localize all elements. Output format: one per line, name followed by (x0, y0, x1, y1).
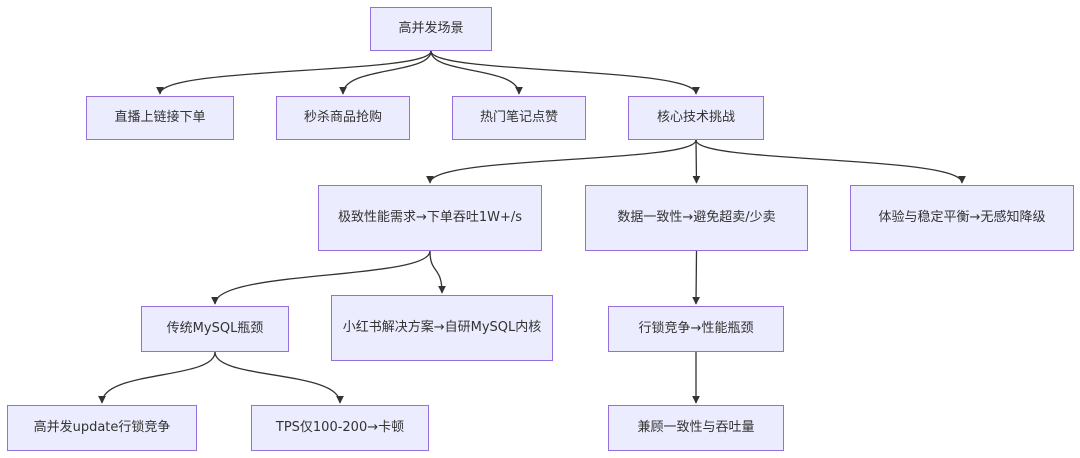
edge-mysql-update (98, 351, 216, 404)
edge-perf-mysql (211, 250, 431, 305)
node-live-order: 直播上链接下单 (86, 96, 234, 140)
node-tps: TPS仅100-200→卡顿 (251, 405, 429, 451)
node-row-lock: 行锁竞争→性能瓶颈 (608, 306, 784, 352)
node-balance: 体验与稳定平衡→无感知降级 (850, 185, 1074, 251)
node-performance: 极致性能需求→下单吞吐1W+/s (318, 185, 542, 251)
node-consistency: 数据一致性→避免超卖/少卖 (585, 185, 808, 251)
node-hot-notes: 热门笔记点赞 (452, 96, 586, 140)
edge-mysql-tps (214, 351, 344, 404)
edge-core-perf (426, 139, 697, 184)
edge-core-consistency (692, 139, 701, 184)
edge-root-notes (430, 50, 523, 95)
edge-root-live (156, 50, 432, 95)
node-xhs-solution: 小红书解决方案→自研MySQL内核 (331, 295, 553, 361)
edge-consistency-lock (692, 250, 700, 305)
node-mysql-bottleneck: 传统MySQL瓶颈 (141, 306, 289, 352)
edge-root-core (430, 50, 700, 95)
edge-core-balance (695, 139, 966, 184)
node-core-challenges: 核心技术挑战 (628, 96, 764, 140)
node-root: 高并发场景 (370, 7, 492, 51)
edge-root-flash (339, 50, 432, 95)
node-update-contention: 高并发update行锁竞争 (7, 405, 197, 451)
node-tradeoff: 兼顾一致性与吞吐量 (608, 405, 784, 451)
edge-perf-xhs (429, 250, 446, 294)
node-flash-sale: 秒杀商品抢购 (276, 96, 410, 140)
